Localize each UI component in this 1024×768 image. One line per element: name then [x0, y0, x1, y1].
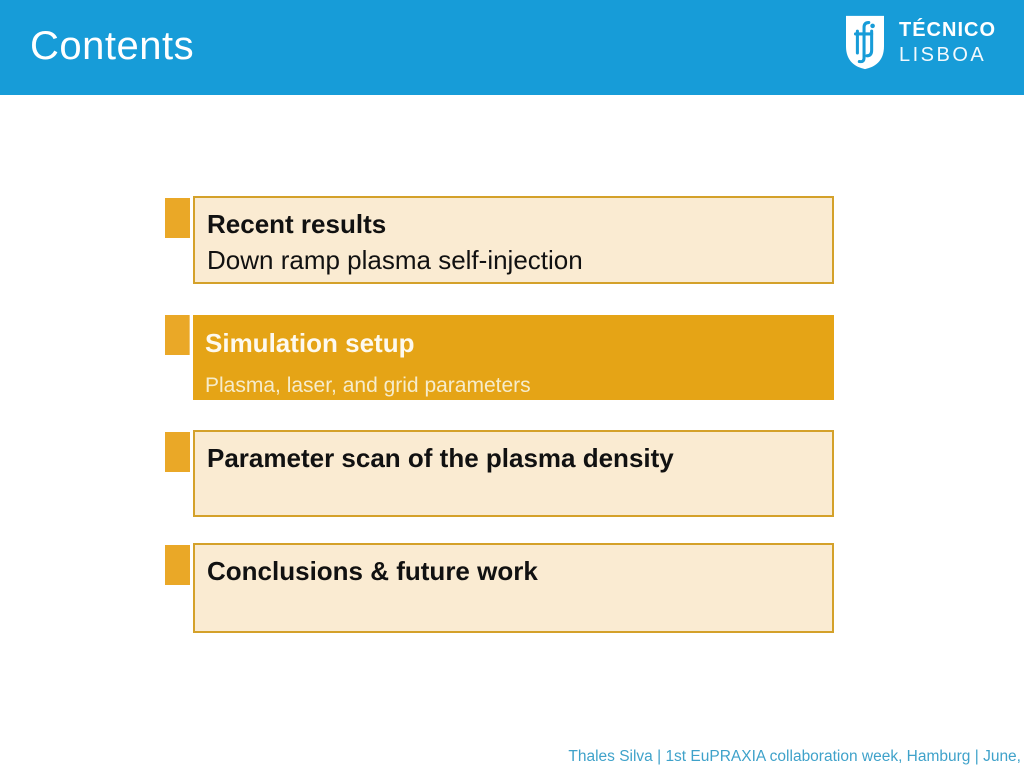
toc-item-title: Parameter scan of the plasma density [207, 443, 674, 473]
toc-item-box: Parameter scan of the plasma density [193, 430, 834, 517]
tecnico-lisboa-logo: TÉCNICO LISBOA [844, 14, 996, 71]
toc-item-title: Simulation setup [205, 328, 415, 358]
toc-item-parameter-scan: Parameter scan of the plasma density [165, 430, 834, 517]
toc-item-box: Conclusions & future work [193, 543, 834, 633]
toc-item-marker [165, 315, 190, 355]
page-title: Contents [30, 24, 195, 68]
toc-item-title: Recent results [207, 209, 387, 239]
toc-item-title: Conclusions & future work [207, 556, 538, 586]
toc-item-marker [165, 545, 190, 585]
toc-item-subtitle: Plasma, laser, and grid parameters [205, 374, 531, 397]
logo-line-tecnico: TÉCNICO [899, 19, 996, 41]
toc-item-simulation-setup: Simulation setup Plasma, laser, and grid… [165, 315, 834, 400]
toc-item-marker [165, 432, 190, 472]
logo-wordmark: TÉCNICO LISBOA [899, 20, 996, 65]
logo-line-lisboa: LISBOA [899, 44, 987, 66]
toc-item-subtitle: Down ramp plasma self-injection [207, 245, 583, 275]
header-bar: Contents TÉCNICO LISBOA [0, 0, 1024, 95]
toc-item-box: Recent results Down ramp plasma self-inj… [193, 196, 834, 284]
toc-item-recent-results: Recent results Down ramp plasma self-inj… [165, 196, 834, 284]
toc-item-marker [165, 198, 190, 238]
toc-item-conclusions: Conclusions & future work [165, 543, 834, 633]
toc-item-box: Simulation setup Plasma, laser, and grid… [193, 315, 834, 400]
ist-shield-icon [844, 14, 886, 71]
footer-credit: Thales Silva | 1st EuPRAXIA collaboratio… [568, 748, 1021, 765]
